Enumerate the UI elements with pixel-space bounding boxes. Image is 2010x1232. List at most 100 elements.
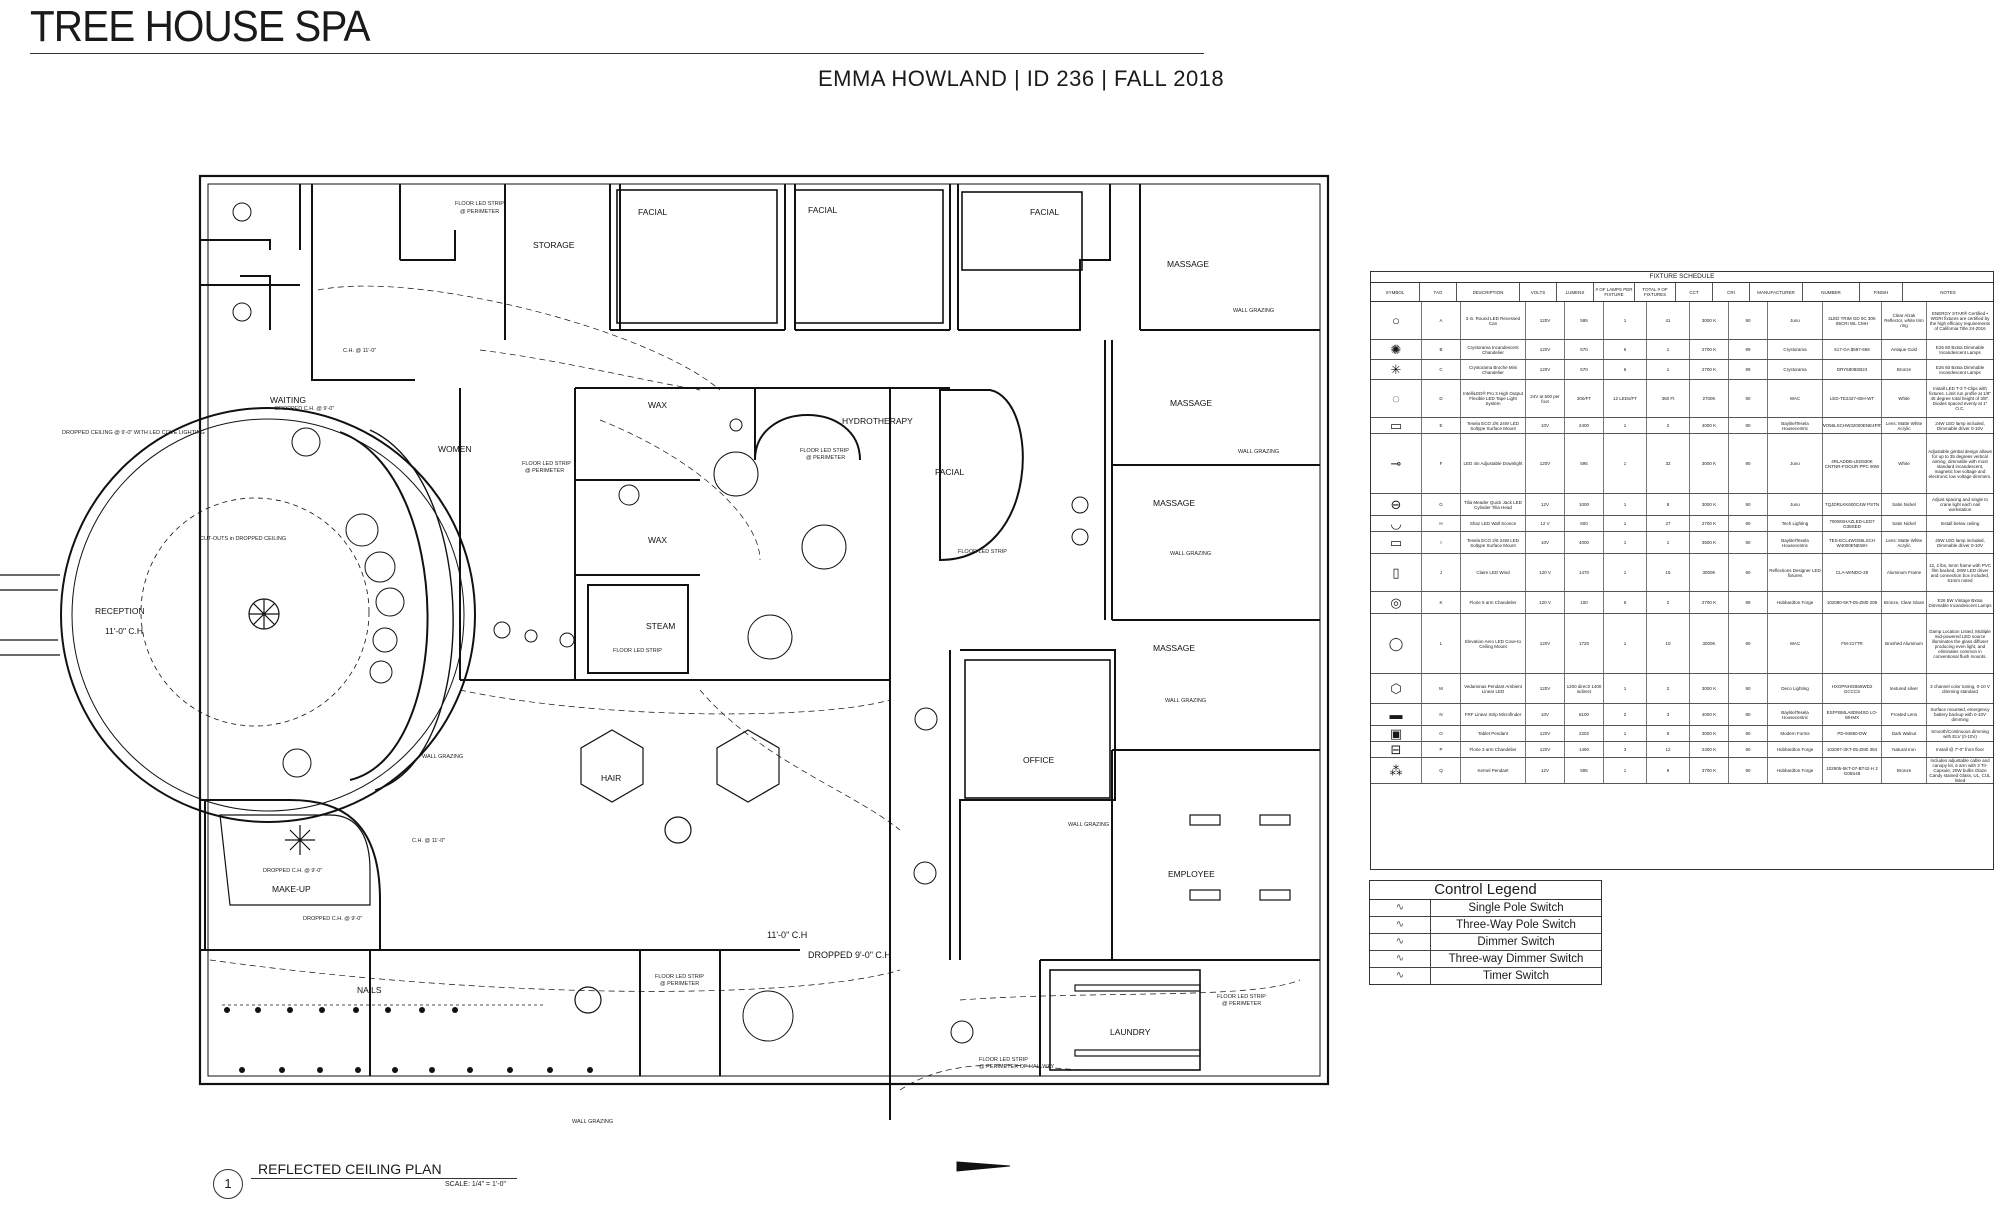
fixture-cri: 80 xyxy=(1729,704,1768,725)
fixture-lamps: 1 xyxy=(1604,516,1647,531)
col-description: DESCRIPTION xyxy=(1457,283,1520,301)
room-office: OFFICE xyxy=(1023,755,1054,765)
fixture-tag: N xyxy=(1422,704,1461,725)
fixture-notes: E26 60 Bxtsa Dimmable Incandescent Lamps xyxy=(1935,364,1985,375)
fixture-cri: 90 xyxy=(1729,532,1768,553)
fixture-manufacturer: WAC xyxy=(1768,380,1823,417)
fixture-notes: E26 60 Bxtsa Dimmable Incandescent Lamps xyxy=(1935,344,1985,355)
fixture-lamps: 1 xyxy=(1604,758,1647,783)
fixture-symbol-icon: ⬡ xyxy=(1371,674,1422,703)
office-walls xyxy=(964,659,1111,799)
room-waiting: WAITING xyxy=(270,395,306,405)
fixture-lumens: 1200 direct/ 1400 indirect xyxy=(1565,674,1604,703)
fixture-manufacturer: Tech Lighting xyxy=(1768,516,1823,531)
room-laundry: LAUNDRY xyxy=(1110,1027,1151,1037)
fixture-tag: J xyxy=(1422,554,1461,591)
fixture-lamps: 12 LEDs/FT xyxy=(1604,380,1647,417)
switch-symbol-icon: ∿ xyxy=(1370,934,1431,950)
waiting-arc-inner xyxy=(369,429,454,791)
fixture-lamps: 3 xyxy=(1604,742,1647,757)
fixture-description: Shaz LED Wall Sconce xyxy=(1461,516,1526,531)
fixture-notes: Adjust spacing and single to crane light… xyxy=(1931,497,1989,512)
fixture-finish: Bronze, Clear Glass xyxy=(1882,592,1927,613)
fixture-cri: 80 xyxy=(1729,418,1768,433)
room-massage-1: MASSAGE xyxy=(1167,259,1209,269)
reflected-ceiling-plan: RECEPTION 11'-0" C.H WAITING WOMEN STORA… xyxy=(0,174,1330,1172)
note-floor-strip-6b: @ PERIMETER xyxy=(660,981,699,987)
fixture-lumens: 1490 xyxy=(1565,742,1604,757)
fixture-volts: 10V xyxy=(1526,704,1565,725)
fixture-manufacturer: WAC xyxy=(1768,614,1823,673)
note-floor-strip-2: FLOOR LED STRIP xyxy=(522,461,571,467)
fixture-tag: Q xyxy=(1422,758,1461,783)
fixture-lamps: 1 xyxy=(1604,494,1647,515)
fixture-manufacturer: Deco Lighting xyxy=(1768,674,1823,703)
sheet-title: TREE HOUSE SPA xyxy=(30,2,370,51)
hair-pendant-2 xyxy=(716,729,780,803)
room-massage-3: MASSAGE xyxy=(1153,498,1195,508)
fixture-total: 1 xyxy=(1647,340,1690,359)
switch-symbol-icon: ∿ xyxy=(1370,900,1431,916)
fixture-tag: D xyxy=(1422,380,1461,417)
note-floor-strip-5: FLOOR LED STRIP xyxy=(613,648,662,654)
legend-row: ∿ Dimmer Switch xyxy=(1370,934,1601,951)
fixture-total: 15 xyxy=(1647,554,1690,591)
fixture-cct: 2700 K xyxy=(1690,516,1729,531)
fixture-symbol-icon: ⊸ xyxy=(1371,434,1422,493)
nails-task-lights xyxy=(224,1007,593,1073)
fixture-finish: Satin Nickel xyxy=(1882,516,1927,531)
fixture-volts: 120V xyxy=(1526,434,1565,493)
fixture-symbol-icon: ▣ xyxy=(1371,726,1422,741)
col-cri: CRI xyxy=(1713,283,1750,301)
note-wall-grazing-3: WALL GRAZING xyxy=(1170,551,1211,557)
fixture-total: 1 xyxy=(1647,360,1690,379)
entry-walls xyxy=(0,574,60,656)
col-total: TOTAL # OF FIXTURES xyxy=(1635,283,1676,301)
fixture-number: ESFFBMLA8DM4SD LO-WHMX xyxy=(1823,704,1882,725)
fixture-total: 8 xyxy=(1647,494,1690,515)
note-ch-makeup: C.H. @ 11'-0" xyxy=(412,838,445,844)
note-dropped-waiting: DROPPED C.H. @ 9'-0" xyxy=(275,406,334,412)
col-lumens: LUMENS xyxy=(1557,283,1594,301)
fixture-volts: 10V xyxy=(1526,532,1565,553)
fixture-cri: 99 xyxy=(1729,592,1768,613)
note-ch-waiting: C.H. @ 11'-0" xyxy=(343,348,376,354)
fixture-symbol-icon: ◌ xyxy=(1371,380,1422,417)
fixture-finish: Natural Iron xyxy=(1882,742,1927,757)
fixture-cct: 2700K xyxy=(1690,380,1729,417)
fixture-cri: 90 xyxy=(1729,758,1768,783)
fixture-tag: L xyxy=(1422,614,1461,673)
fixture-tag: O xyxy=(1422,726,1461,741)
fixture-symbol-icon: ◯ xyxy=(1371,614,1422,673)
fixture-volts: 120V xyxy=(1526,340,1565,359)
fixture-tag: H xyxy=(1422,516,1461,531)
fixture-volts: 120V xyxy=(1526,742,1565,757)
fixture-notes: Adjustable gimbal design allows for up t… xyxy=(1928,448,1992,479)
fixture-volts: 12V xyxy=(1526,494,1565,515)
fixture-schedule-header: SYMBOL TAG DESCRIPTION VOLTS LUMENS # OF… xyxy=(1371,283,1993,302)
fixture-symbol-icon: ▭ xyxy=(1371,532,1422,553)
fixture-manufacturer: Reflections Designer LED fixtures xyxy=(1768,554,1823,591)
fixture-total: 10 xyxy=(1647,614,1690,673)
chandelier-symbols xyxy=(248,598,692,1014)
fixture-total: 12 xyxy=(1647,742,1690,757)
fixture-cri: 90 xyxy=(1729,434,1768,493)
fixture-finish: White xyxy=(1882,434,1927,493)
fixture-manufacturer: Juno xyxy=(1768,494,1823,515)
fixture-number: 700WSHAZLED-LED7 G38SED xyxy=(1823,516,1882,531)
fixture-cct: 2400 K xyxy=(1690,742,1729,757)
fixture-number: 102080-5KT-05-ZM0 208 xyxy=(1823,592,1882,613)
col-tag: TAG xyxy=(1420,283,1457,301)
note-floor-strip-7b: @ PERIMETER xyxy=(1222,1001,1261,1007)
note-floor-strip-1: FLOOR LED STRIP xyxy=(455,201,504,207)
laundry-walls xyxy=(1049,969,1201,1071)
fixture-lamps: 1 xyxy=(1604,554,1647,591)
fixture-lamps: 2 xyxy=(1604,704,1647,725)
